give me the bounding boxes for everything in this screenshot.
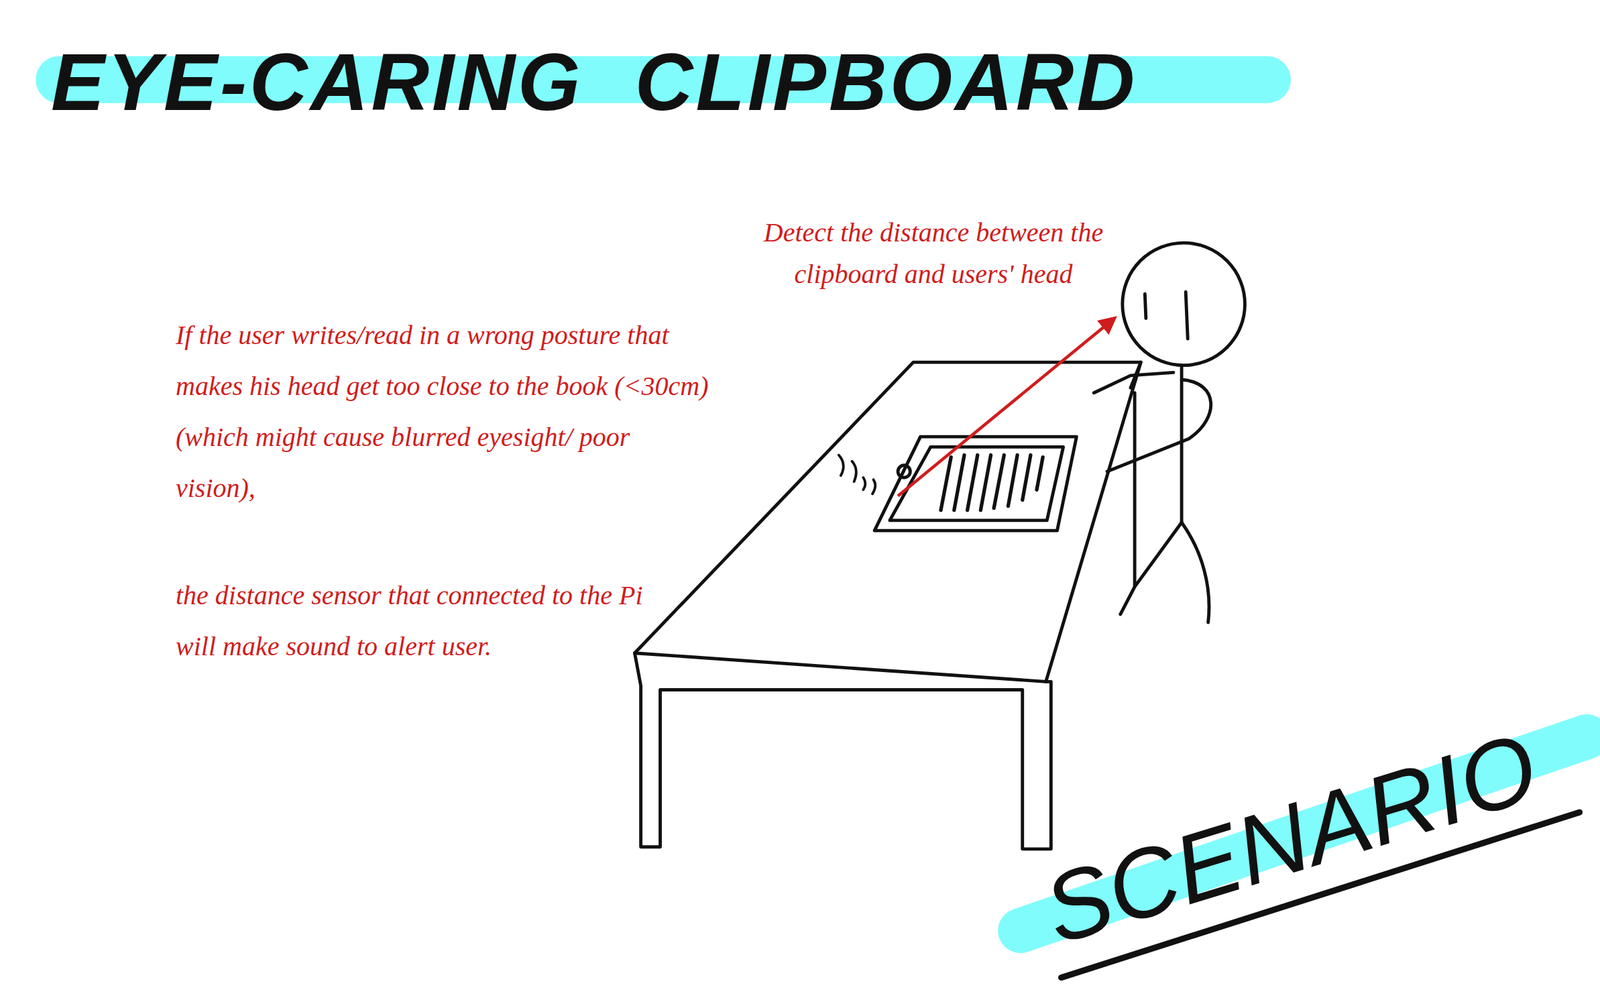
table-side [1130, 362, 1141, 388]
alert-note: the distance sensor that connected to th… [175, 569, 672, 672]
title: EYE-CARING CLIPBOARD [50, 41, 1138, 123]
posture-note: If the user writes/read in a wrong postu… [175, 309, 713, 514]
chair-edge [1133, 392, 1137, 587]
arm [1107, 379, 1212, 472]
paper-lines [940, 455, 1043, 511]
distance-note: Detect the distance between the clipboar… [732, 211, 1135, 296]
leg [1120, 522, 1182, 615]
clipboard-paper [889, 446, 1064, 521]
table-apron [634, 653, 1051, 849]
leg [1181, 522, 1210, 623]
table-top [634, 362, 1141, 682]
clipboard [874, 436, 1077, 531]
sound-waves [838, 455, 876, 495]
clip [897, 465, 910, 478]
eye [1144, 293, 1147, 319]
eye [1185, 291, 1188, 339]
scenario-label: SCENARIO [1034, 717, 1549, 959]
body [1180, 365, 1184, 523]
head [1122, 242, 1246, 366]
distance-arrow [897, 318, 1115, 497]
